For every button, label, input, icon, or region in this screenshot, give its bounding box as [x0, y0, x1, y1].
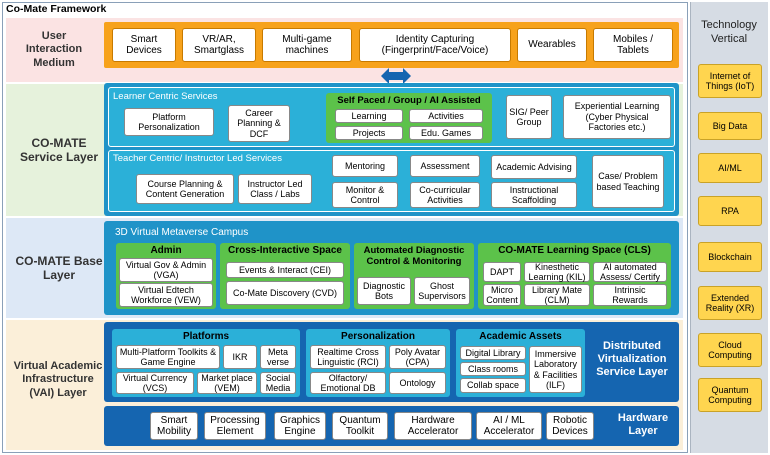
vertical-item: AI/ML: [698, 153, 762, 183]
vertical-item: Blockchain: [698, 242, 762, 272]
clm-box: Library Mate (CLM): [524, 284, 590, 306]
digital-library-box: Digital Library: [460, 346, 526, 360]
mentoring-box: Mentoring: [332, 155, 398, 177]
vertical-item: Quantum Computing: [698, 378, 762, 412]
teacher-title: Teacher Centric/ Instructor Led Services: [113, 153, 282, 164]
cpa-box: Poly Avatar (CPA): [389, 345, 446, 369]
metaverse-box: Meta verse: [260, 345, 296, 369]
uim-item: VR/AR, Smartglass: [182, 28, 256, 62]
course-planning: Course Planning & Content Generation: [136, 174, 234, 204]
admin-title: Admin: [150, 245, 182, 256]
hardware-item: Hardware Accelerator: [394, 412, 472, 440]
vga-box: Virtual Gov & Admin (VGA): [119, 258, 213, 282]
monitor-control: Monitor & Control: [332, 182, 398, 208]
case-problem-teaching: Case/ Problem based Teaching: [592, 155, 664, 208]
mpt-box: Multi-Platform Toolkits & Game Engine: [116, 345, 220, 369]
cvd-box: Co-Mate Discovery (CVD): [226, 281, 344, 305]
instructional-scaffolding: Instructional Scaffolding: [491, 182, 577, 208]
rewards-box: Intrinsic Rewards: [593, 284, 667, 306]
classrooms-box: Class rooms: [460, 362, 526, 376]
vcs-box: Virtual Currency (VCS): [116, 372, 194, 394]
career-planning: Career Planning & DCF: [228, 105, 290, 142]
uim-item: Wearables: [517, 28, 587, 62]
cross-title: Cross-Interactive Space: [228, 245, 342, 256]
self-paced-title: Self Paced / Group / AI Assisted: [337, 95, 481, 106]
olfactory-box: Olfactory/ Emotional DB: [310, 372, 386, 394]
vertical-item: RPA: [698, 196, 762, 226]
academic-advising: Academic Advising: [491, 155, 577, 179]
vertical-item: Extended Reality (XR): [698, 286, 762, 320]
platforms-title: Platforms: [182, 331, 230, 342]
projects-box: Projects: [335, 126, 403, 140]
platform-personalization: Platform Personalization: [124, 108, 214, 136]
hardware-item: Smart Mobility: [150, 412, 198, 440]
hardware-item: Robotic Devices: [546, 412, 594, 440]
framework-title: Co-Mate Framework: [6, 3, 107, 15]
ai-assess-box: AI automated Assess/ Certify: [593, 262, 667, 282]
hardware-item: Quantum Toolkit: [332, 412, 388, 440]
hardware-item: Graphics Engine: [274, 412, 326, 440]
cocurricular-activities: Co-curricular Activities: [410, 182, 480, 208]
social-media-box: Social Media: [260, 372, 296, 394]
band-label-service: CO-MATE Service Layer: [19, 135, 99, 164]
instructor-led: Instructor Led Class / Labs: [238, 174, 312, 204]
uim-item: Smart Devices: [112, 28, 176, 62]
vertical-item: Big Data: [698, 112, 762, 140]
assets-title: Academic Assets: [479, 331, 562, 342]
ilf-box: Immersive Laboratory & Facilities (ILF): [529, 346, 582, 393]
band-label-uim: User Interaction Medium: [25, 30, 83, 69]
experiential-learning: Experiential Learning (Cyber Physical Fa…: [563, 95, 671, 139]
sig-peer-group: SIG/ Peer Group: [506, 95, 552, 139]
learning-box: Learning: [335, 109, 403, 123]
campus-title: 3D Virtual Metaverse Campus: [115, 227, 249, 238]
hardware-label: Hardware Layer: [617, 412, 669, 438]
vew-box: Virtual Edtech Workforce (VEW): [119, 283, 213, 307]
edu-games-box: Edu. Games: [409, 126, 483, 140]
collab-space-box: Collab space: [460, 378, 526, 393]
hardware-item: Processing Element: [204, 412, 266, 440]
activities-box: Activities: [409, 109, 483, 123]
uim-item: Mobiles / Tablets: [593, 28, 673, 62]
cls-title: CO-MATE Learning Space (CLS): [498, 245, 651, 256]
hardware-item: AI / ML Accelerator: [476, 412, 542, 440]
band-label-base: CO-MATE Base Layer: [15, 253, 103, 282]
vertical-item: Cloud Computing: [698, 333, 762, 367]
cei-box: Events & Interact (CEI): [226, 262, 344, 278]
assessment-box: Assessment: [410, 155, 480, 177]
updown-arrow-icon: [381, 68, 411, 84]
diagnostic-bots: Diagnostic Bots: [357, 277, 411, 305]
micro-content-box: Micro Content: [483, 284, 521, 306]
ikr-box: IKR: [223, 345, 257, 369]
learner-title: Learner Centric Services: [113, 91, 218, 102]
technology-vertical-title: Technology Vertical: [701, 19, 757, 46]
kil-box: Kinesthetic Learning (KIL): [524, 262, 590, 282]
rci-box: Realtime Cross Linguistic (RCI): [310, 345, 386, 369]
uim-item: Identity Capturing (Fingerprint/Face/Voi…: [359, 28, 511, 62]
diag-title: Automated Diagnostic Control & Monitorin…: [363, 245, 465, 267]
band-label-vai: Virtual Academic Infrastructure (VAI) La…: [13, 360, 103, 399]
vem-box: Market place (VEM): [197, 372, 257, 394]
ghost-supervisors: Ghost Supervisors: [414, 277, 470, 305]
dvsl-label: Distributed Virtualization Service Layer: [596, 340, 668, 379]
vertical-item: Internet of Things (IoT): [698, 64, 762, 98]
ontology-box: Ontology: [389, 372, 446, 394]
uim-item: Multi-game machines: [262, 28, 352, 62]
personalization-title: Personalization: [341, 331, 415, 342]
dapt-box: DAPT: [483, 262, 521, 282]
